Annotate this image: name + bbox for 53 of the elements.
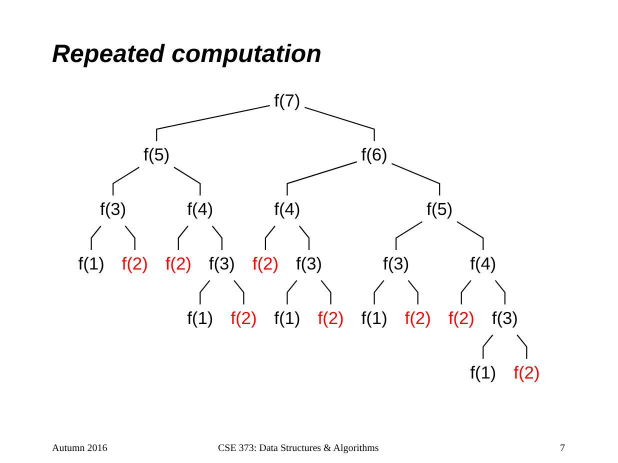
node-text: f(1) [78,255,104,274]
connector [286,161,358,196]
connector [200,280,210,304]
node-text: f(3) [296,255,322,274]
node-text: f(2) [514,364,540,383]
connector [374,280,384,304]
slide-title: Repeated computation [52,40,322,69]
node-text: f(2) [165,255,192,274]
connector [286,280,298,304]
page-number: 7 [560,443,565,454]
node-text: f(3) [100,200,126,220]
node-text: f(6) [361,146,388,166]
node-text: f(7) [274,92,300,111]
node-text: f(1) [274,310,300,328]
node-text: f(3) [208,255,235,274]
connector [494,280,506,304]
connector [304,106,375,142]
footer-course: CSE 373: Data Structures & Algorithms [218,443,379,454]
node-text: f(2) [122,255,148,274]
connector [156,105,270,142]
connector [392,163,440,196]
node-text: f(1) [187,310,214,328]
node-text: f(2) [404,310,431,328]
connector [174,166,201,196]
connector [456,221,484,250]
node-text: f(5) [144,146,170,166]
connector [460,280,472,304]
connector [124,226,136,250]
connector [212,226,222,250]
connector [320,280,332,304]
node-text: f(4) [470,255,496,274]
node-text: f(2) [318,310,344,328]
connector [234,280,244,304]
connector [90,226,102,250]
node-text: f(5) [426,200,453,220]
connector [396,221,422,250]
connector [112,166,140,196]
node-text: f(3) [383,255,410,274]
node-text: f(4) [187,200,214,220]
node-text: f(1) [470,364,496,383]
connector [516,334,528,359]
node-text: f(3) [492,310,518,328]
connector [178,226,188,250]
connector [482,334,494,359]
node-text: f(2) [252,255,279,274]
footer-date: Autumn 2016 [52,443,108,454]
node-text: f(1) [361,310,388,328]
connector [264,226,276,250]
node-text: f(2) [230,310,257,328]
node-text: f(4) [274,200,300,220]
connector [299,226,310,250]
node-text: f(2) [448,310,474,328]
connector [408,280,418,304]
